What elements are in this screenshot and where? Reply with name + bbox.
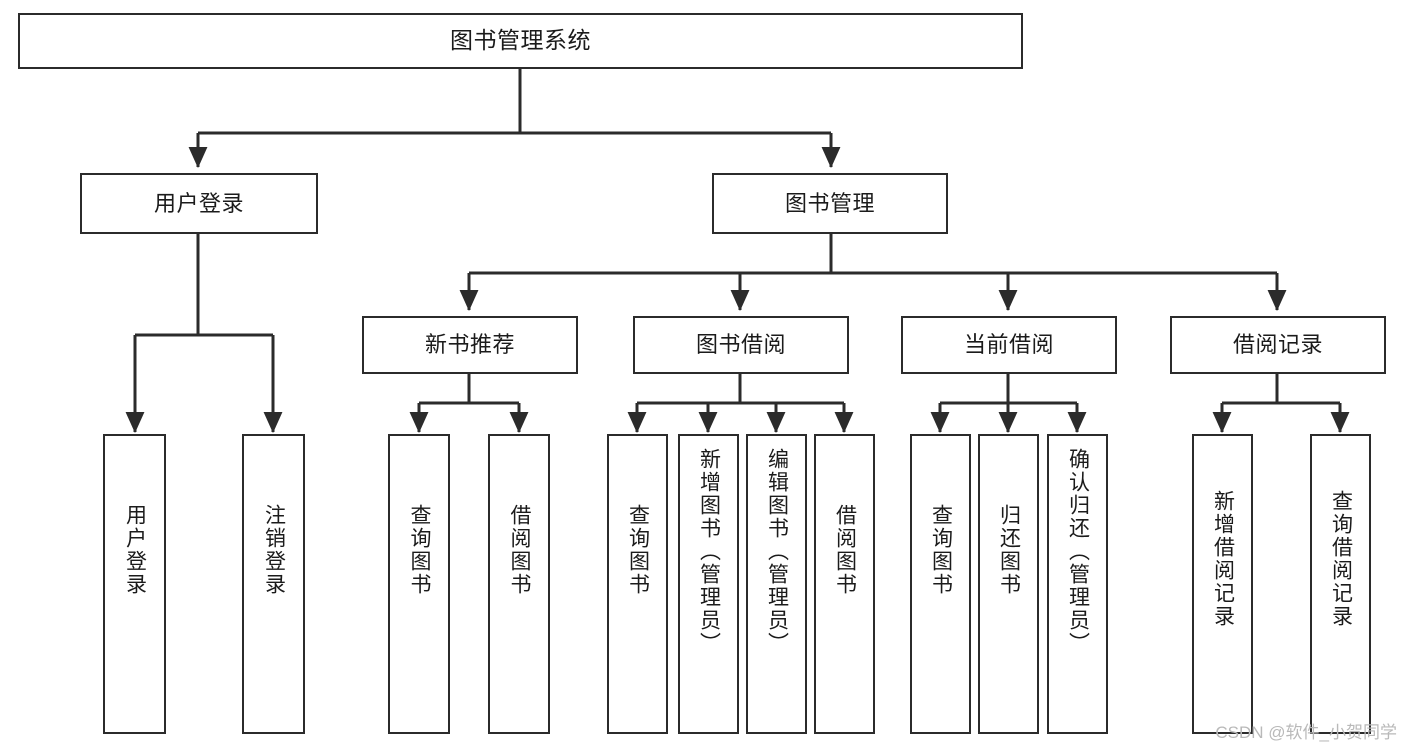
node-root-label: 图书管理系统 [450,27,591,54]
node-leaf-query-record-label: 查询借阅记录 [1329,490,1353,628]
node-user-login-label: 用户登录 [153,190,244,216]
node-leaf-query-book-3-label: 查询图书 [929,504,953,596]
node-book-borrow[interactable]: 图书借阅 [633,316,849,374]
node-leaf-borrow-book-1-label: 借阅图书 [508,504,532,596]
node-leaf-user-login[interactable]: 用户登录 [103,434,166,734]
node-leaf-query-book-2-label: 查询图书 [626,504,650,596]
node-leaf-logout[interactable]: 注销登录 [242,434,305,734]
node-new-book-recommend[interactable]: 新书推荐 [362,316,578,374]
node-borrow-record-label: 借阅记录 [1232,332,1323,358]
node-leaf-query-book-3[interactable]: 查询图书 [910,434,971,734]
node-leaf-return-book-label: 归还图书 [997,504,1021,596]
node-leaf-confirm-return-label: 确认归还（管理员） [1066,448,1090,655]
node-root[interactable]: 图书管理系统 [18,13,1023,69]
node-leaf-borrow-book-2[interactable]: 借阅图书 [814,434,875,734]
node-leaf-query-book-1-label: 查询图书 [408,504,432,596]
node-leaf-edit-book[interactable]: 编辑图书（管理员） [746,434,807,734]
watermark-text: CSDN @软件_小贺同学 [1215,723,1397,742]
node-leaf-query-record[interactable]: 查询借阅记录 [1310,434,1371,734]
node-leaf-edit-book-label: 编辑图书（管理员） [765,448,789,655]
node-leaf-logout-label: 注销登录 [262,504,286,596]
node-leaf-add-book-label: 新增图书（管理员） [697,448,721,655]
node-leaf-user-login-label: 用户登录 [123,504,147,596]
node-user-login[interactable]: 用户登录 [80,173,318,234]
node-current-borrow-label: 当前借阅 [963,332,1054,358]
node-leaf-add-record[interactable]: 新增借阅记录 [1192,434,1253,734]
node-leaf-confirm-return[interactable]: 确认归还（管理员） [1047,434,1108,734]
node-current-borrow[interactable]: 当前借阅 [901,316,1117,374]
node-leaf-borrow-book-2-label: 借阅图书 [833,504,857,596]
node-leaf-add-record-label: 新增借阅记录 [1211,490,1235,628]
node-leaf-return-book[interactable]: 归还图书 [978,434,1039,734]
node-leaf-query-book-2[interactable]: 查询图书 [607,434,668,734]
node-book-management-label: 图书管理 [784,190,875,216]
node-book-borrow-label: 图书借阅 [695,332,786,358]
node-leaf-query-book-1[interactable]: 查询图书 [388,434,450,734]
node-new-book-recommend-label: 新书推荐 [424,332,515,358]
node-leaf-add-book[interactable]: 新增图书（管理员） [678,434,739,734]
node-borrow-record[interactable]: 借阅记录 [1170,316,1386,374]
node-book-management[interactable]: 图书管理 [712,173,948,234]
node-leaf-borrow-book-1[interactable]: 借阅图书 [488,434,550,734]
